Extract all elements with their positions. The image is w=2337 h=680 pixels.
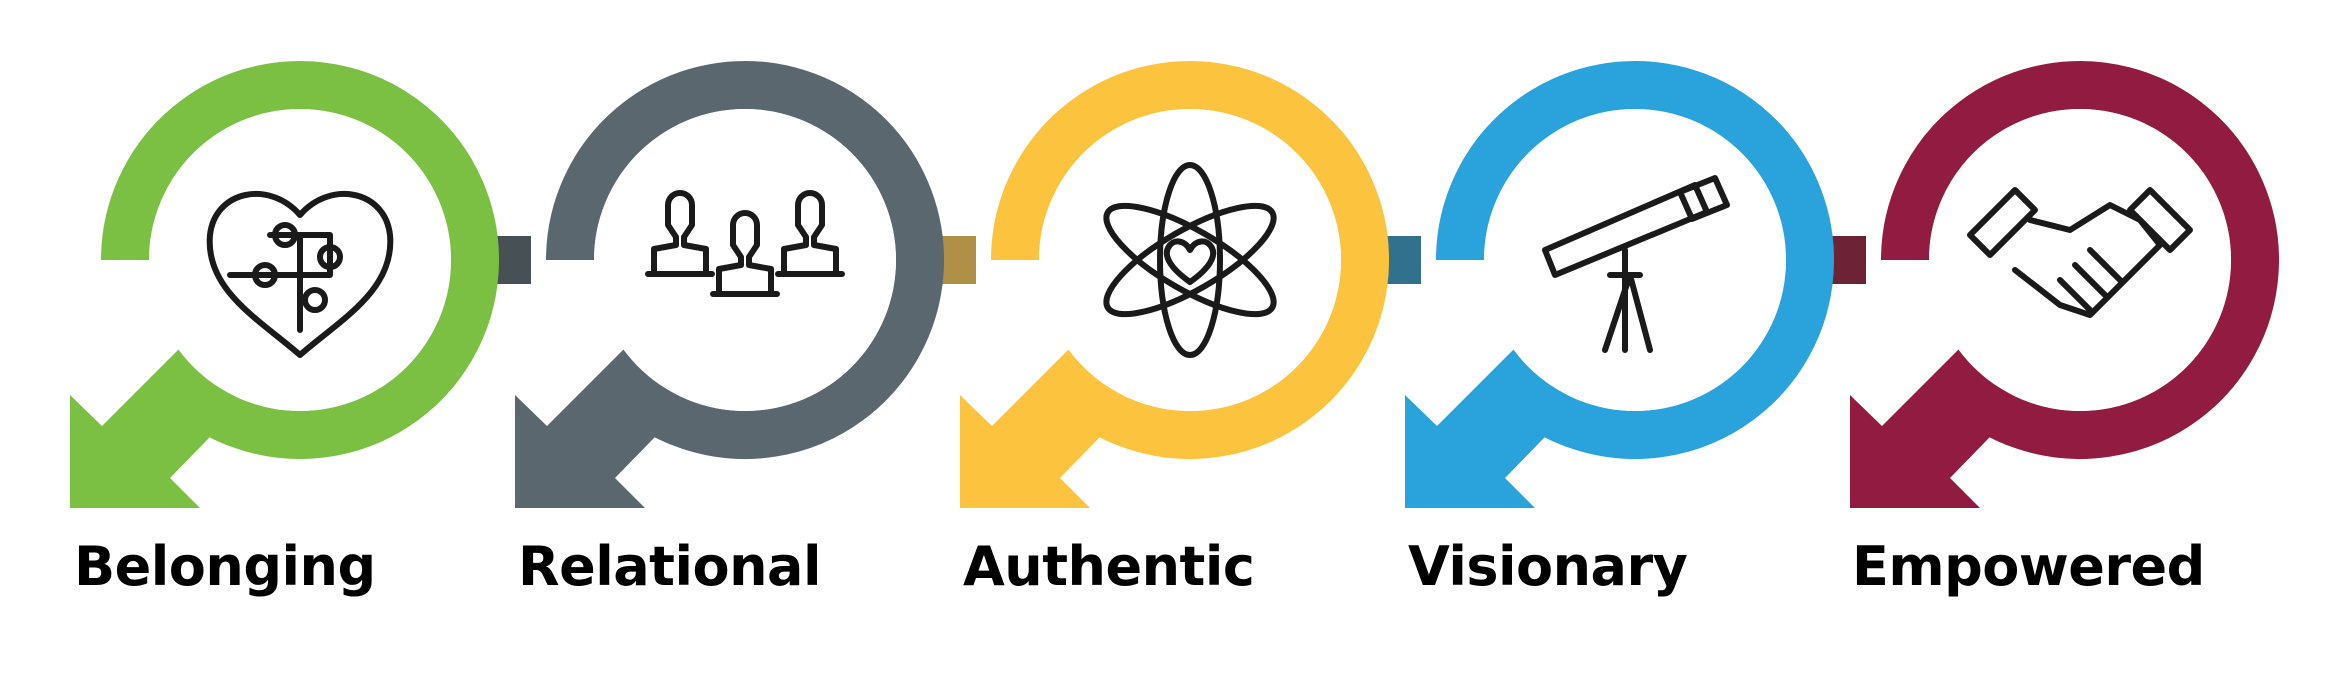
puzzle-heart-icon [206,191,394,358]
label-belonging: Belonging [74,535,376,598]
ring-visionary [1405,61,1834,508]
rings [70,61,2279,508]
ring-relational [515,61,944,508]
label-empowered: Empowered [1852,535,2205,598]
label-relational: Relational [518,535,821,598]
ring-authentic [960,61,1389,508]
handshake-icon [1967,187,2193,318]
label-visionary: Visionary [1408,535,1688,598]
icons [206,162,2193,358]
ring-empowered [1850,61,2279,508]
ring-belonging [70,61,499,508]
people-group-icon [645,190,845,297]
atom-heart-icon [1103,162,1277,358]
telescope-icon [1542,175,1730,353]
label-authentic: Authentic [963,535,1255,598]
